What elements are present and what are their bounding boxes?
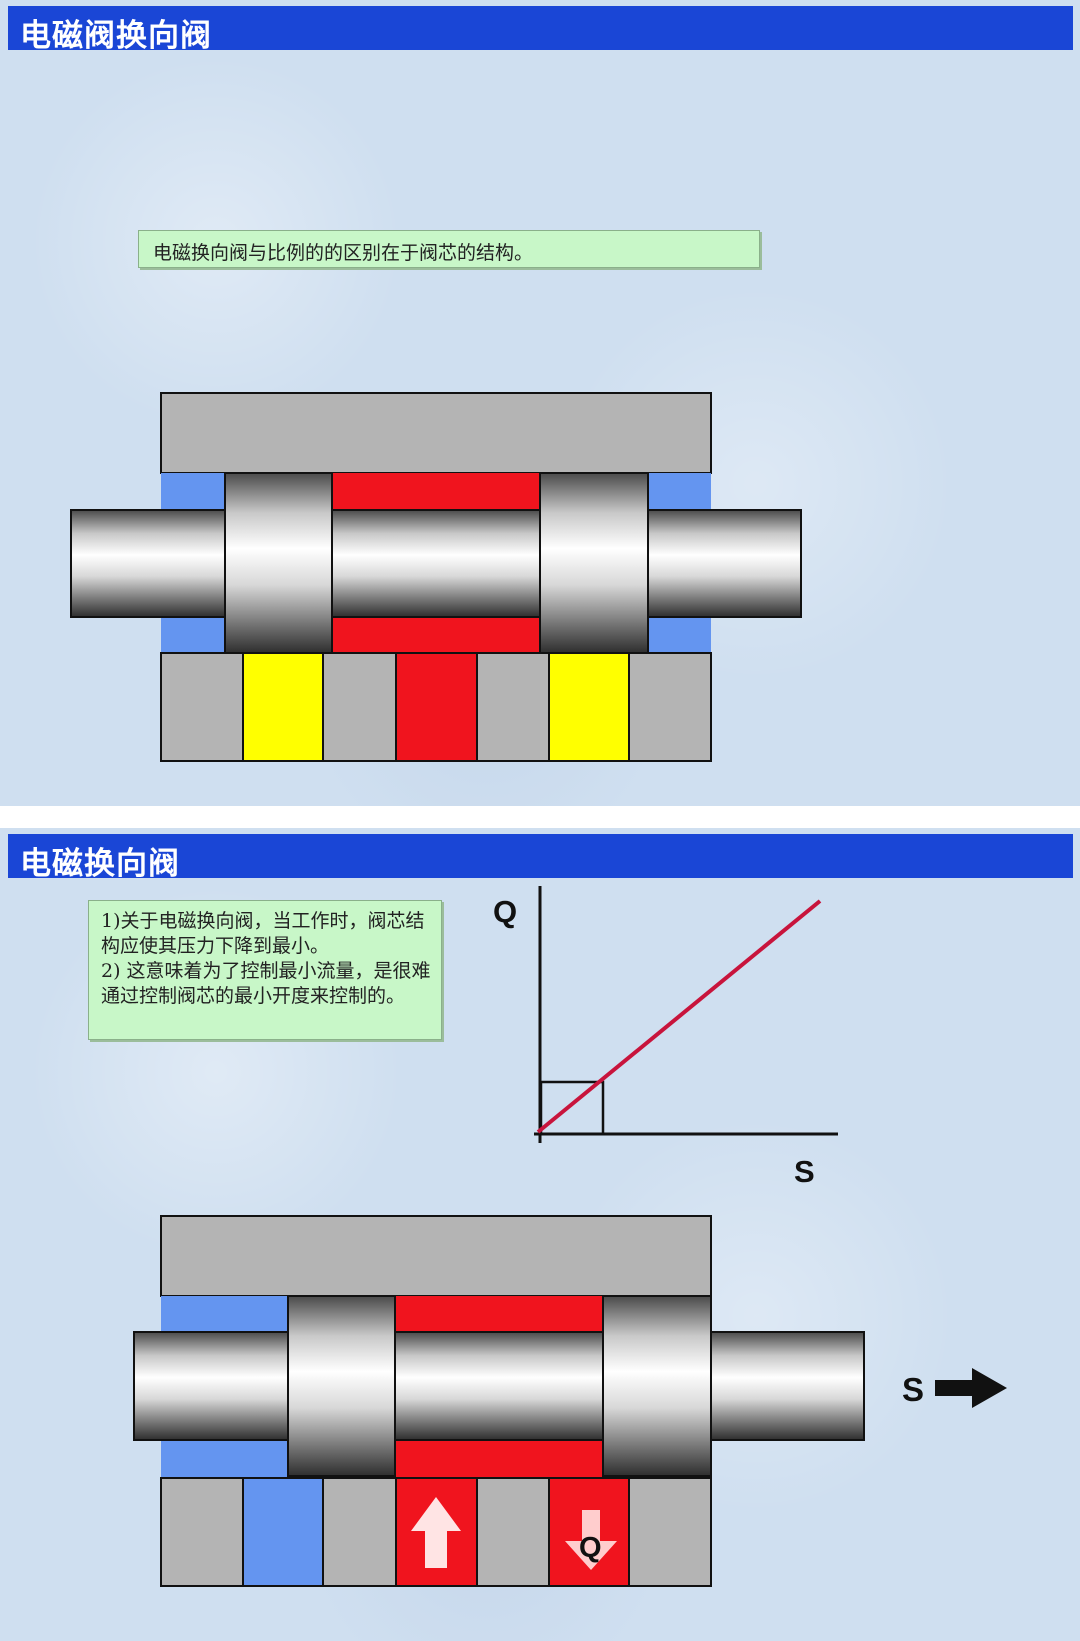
slide-2: 电磁换向阀 1)关于电磁换向阀，当工作时，阀芯结构应使其压力下降到最小。 2) … — [0, 828, 1080, 1641]
x-axis-label: S — [794, 1154, 815, 1189]
slide-title: 电磁阀换向阀 — [20, 18, 212, 54]
title-banner: 电磁换向阀 — [8, 834, 1073, 882]
tank-chamber-right-bottom — [647, 617, 711, 653]
info-note: 1)关于电磁换向阀，当工作时，阀芯结构应使其压力下降到最小。 2) 这意味着为了… — [88, 900, 442, 1040]
port-block-4 — [628, 652, 712, 762]
tank-chamber-right-top — [647, 473, 711, 509]
pressure-chamber-bottom — [394, 1440, 604, 1480]
spool-rod — [70, 509, 802, 618]
pressure-chamber-top — [331, 473, 541, 509]
port-block-2 — [322, 652, 397, 762]
valve-body-top — [160, 1215, 712, 1297]
note-text: 电磁换向阀与比例的的区别在于阀芯的结构。 — [153, 242, 534, 264]
port-tank-blue — [242, 1477, 324, 1587]
deadband-box — [539, 1080, 605, 1136]
stroke-direction-label: S — [902, 1371, 924, 1408]
pressure-chamber-bottom — [331, 617, 541, 653]
valve-body-top — [160, 392, 712, 474]
port-block-3 — [476, 652, 550, 762]
port-block-1 — [160, 1477, 244, 1587]
flow-curve — [536, 899, 822, 1134]
spool-land-left — [287, 1295, 396, 1477]
arrow-up-icon — [411, 1497, 461, 1568]
spool-land-right — [539, 472, 649, 654]
port-block-1 — [160, 652, 244, 762]
note-line-2: 2) 这意味着为了控制最小流量，是很难通过控制阀芯的最小开度来控制的。 — [101, 960, 431, 1007]
spool-rod — [133, 1331, 865, 1441]
port-b-yellow — [548, 652, 630, 762]
slide-1: 电磁阀换向阀 电磁换向阀与比例的的区别在于阀芯的结构。 — [0, 0, 1080, 806]
tank-chamber-left-bottom — [161, 617, 226, 653]
port-block-4 — [628, 1477, 712, 1587]
valve-diagram-shifted: Q S Q S — [133, 886, 1007, 1587]
title-banner: 电磁阀换向阀 — [8, 6, 1073, 54]
arrow-down-icon — [565, 1510, 617, 1570]
valve-diagram-neutral — [70, 392, 802, 762]
spool-land-right — [602, 1295, 712, 1477]
flow-stroke-graph: Q S — [493, 886, 838, 1189]
port-p-red — [395, 652, 478, 762]
tank-chamber-left-top — [161, 473, 226, 509]
port-a-yellow — [242, 652, 324, 762]
pressure-chamber-top — [394, 1296, 604, 1332]
slide-title: 电磁换向阀 — [20, 846, 180, 882]
flow-label: Q — [579, 1532, 602, 1564]
y-axis-label: Q — [493, 894, 517, 929]
spool-land-left — [224, 472, 333, 654]
note-line-1: 1)关于电磁换向阀，当工作时，阀芯结构应使其压力下降到最小。 — [101, 910, 425, 957]
info-note: 电磁换向阀与比例的的区别在于阀芯的结构。 — [138, 230, 760, 268]
port-block-3 — [476, 1477, 550, 1587]
arrow-right-icon — [935, 1368, 1007, 1408]
port-block-2 — [322, 1477, 397, 1587]
